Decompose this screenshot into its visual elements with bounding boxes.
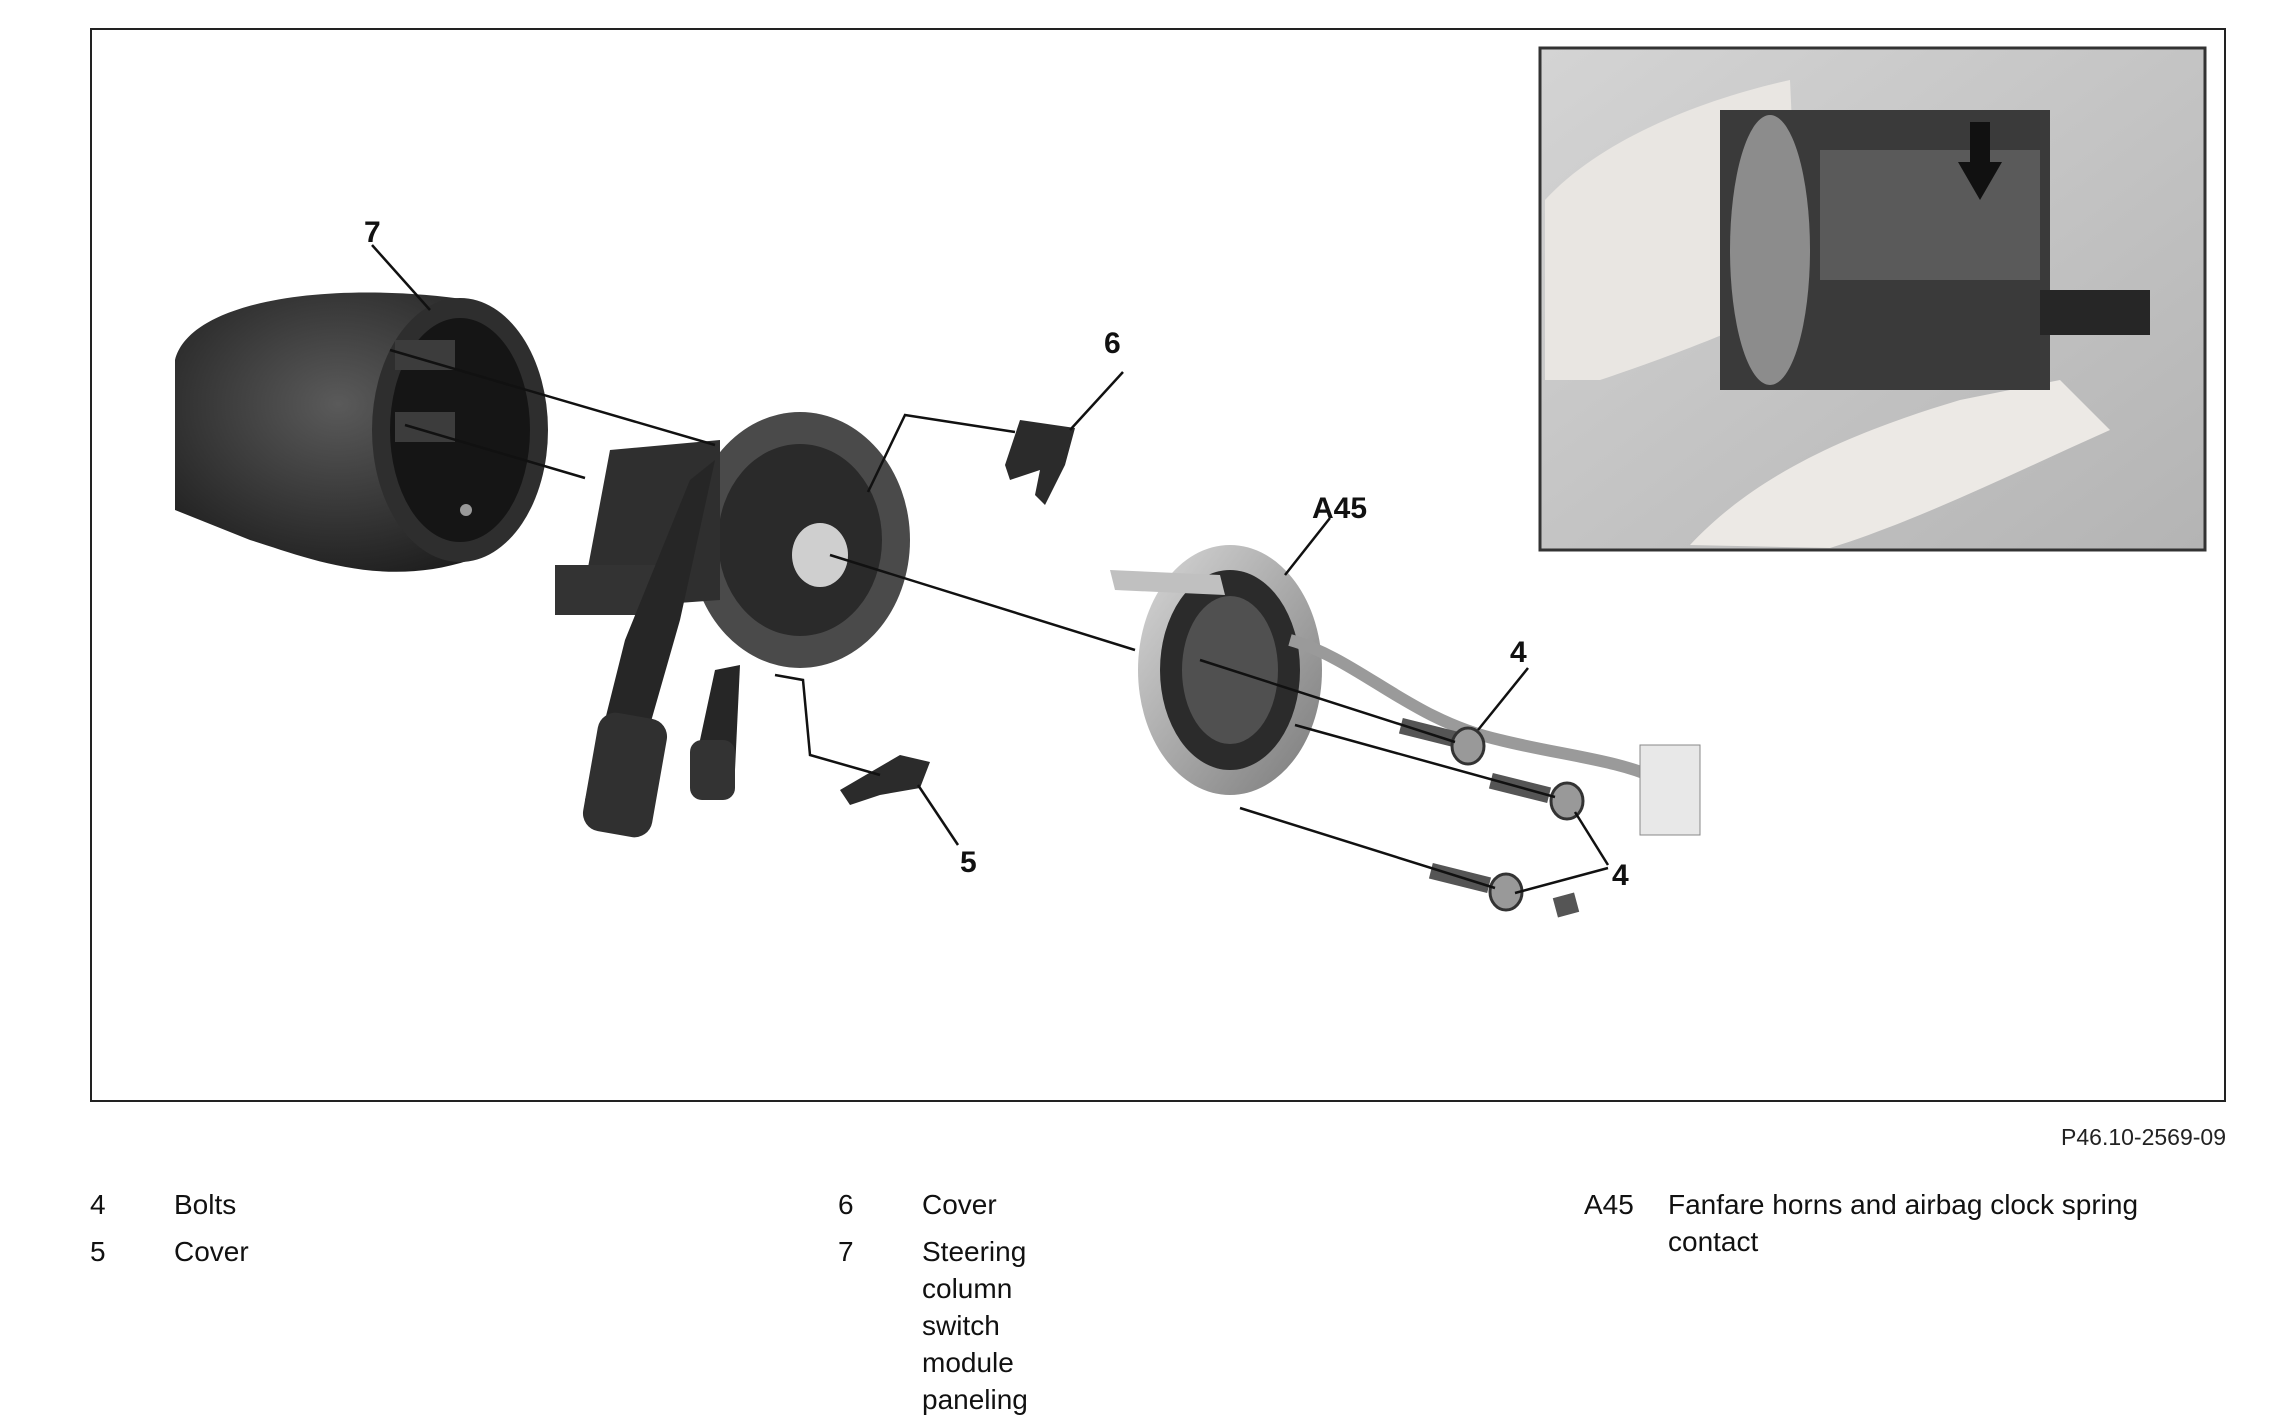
legend-key: 6 [838,1189,854,1220]
legend-desc: Bolts [174,1189,237,1220]
callout-6: 6 [1104,327,1121,360]
cover-part-6 [1005,420,1075,505]
legend-key: A45 [1584,1189,1634,1220]
figure-code: P46.10-2569-09 [2061,1124,2226,1150]
legend-desc: Steering column switch module paneling [922,1236,1028,1415]
callout-7: 7 [364,216,381,249]
callout-a45: A45 [1312,492,1367,525]
callout-5: 5 [960,846,977,879]
callout-4-top: 4 [1510,636,1527,669]
clock-spring-a45 [1110,545,1701,836]
cover-part-5 [840,755,930,805]
bolt-bottom [1428,862,1524,912]
switch-module-assembly [555,412,910,838]
bolt-middle [1488,772,1585,821]
arrow-down-icon [1958,122,2002,200]
inset-photo [1538,46,2207,552]
callout-4-right: 4 [1612,859,1629,892]
legend-key: 7 [838,1236,854,1267]
exploded-view-diagram: 7 6 5 A45 4 4 [175,46,2207,918]
legend-key: 5 [90,1236,106,1267]
clip-small [1552,892,1580,918]
legend-desc: Fanfare horns and airbag clock spring co… [1668,1189,2139,1257]
legend-key: 4 [90,1189,106,1220]
legend-desc: Cover [922,1189,997,1220]
assembly-lines [371,244,1610,895]
paneling-part-7 [175,292,548,572]
legend-desc: Cover [174,1236,249,1267]
